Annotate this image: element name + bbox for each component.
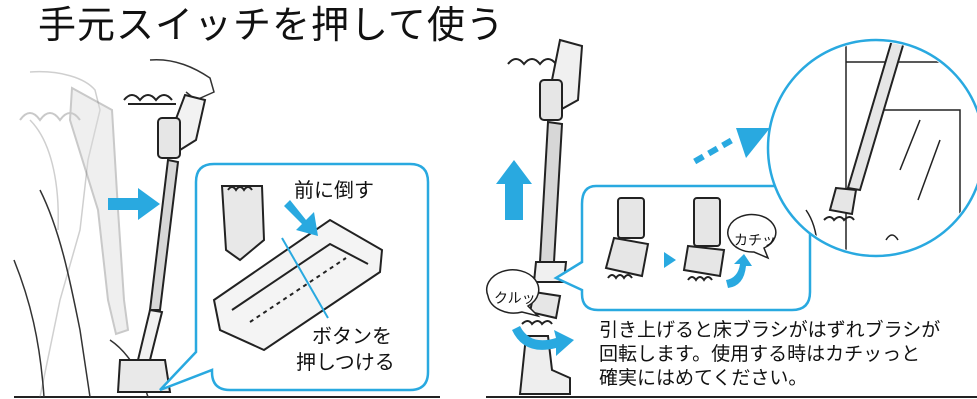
button-leader-line xyxy=(281,237,329,319)
usage-note-line-3: 確実にはめてください。 xyxy=(599,367,808,389)
callout-label-button: ボタンを xyxy=(312,324,392,348)
cleaner-main xyxy=(116,93,207,393)
usage-note-line-1: 引き上げると床ブラシがはずれブラシが xyxy=(599,319,941,341)
bubble-label-kuru: クルッ xyxy=(494,291,536,307)
brush-detached-small xyxy=(604,197,650,280)
cleaner-faded xyxy=(19,86,130,336)
rotate-arrow-icon xyxy=(512,326,574,356)
detached-brush xyxy=(521,290,562,326)
bubble-kuru-frame xyxy=(485,269,541,318)
lift-arrow-icon xyxy=(496,160,532,220)
page-title: 手元スイッチを押して使う xyxy=(38,3,505,47)
cleaner-lifted xyxy=(507,38,584,283)
bubble-kachi-frame xyxy=(727,213,777,260)
tilt-arrow-icon xyxy=(108,188,160,220)
usage-note: 引き上げると床ブラシがはずれブラシが 回転します。使用する時はカチッっと 確実に… xyxy=(599,318,940,390)
brush-attachment-left xyxy=(123,94,176,105)
callout-label-press: 押しつける xyxy=(296,350,395,374)
brush-attached-small xyxy=(682,197,726,282)
floor-head-remaining xyxy=(518,335,571,395)
click-arrow-icon xyxy=(726,254,752,288)
next-step-icon xyxy=(664,252,676,268)
user-silhouette-faded xyxy=(29,70,101,398)
dashed-arrow-icon xyxy=(693,128,770,165)
bubble-label-kachi: カチッ xyxy=(734,233,776,249)
push-arrow-icon xyxy=(284,200,318,236)
callout-label-tilt: 前に倒す xyxy=(294,178,374,202)
usage-note-line-2: 回転します。使用する時はカチッっと xyxy=(599,343,921,365)
floor-brush-zoom xyxy=(212,185,384,352)
